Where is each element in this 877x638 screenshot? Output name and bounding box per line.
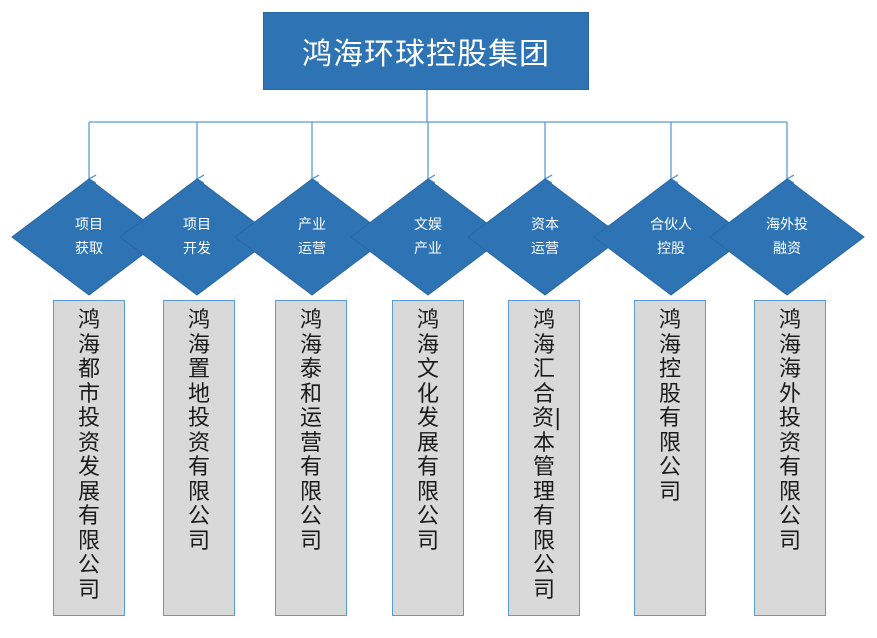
diamond-shape xyxy=(467,178,623,296)
company-name: 鸿海汇合资|本管理有限公司 xyxy=(532,308,562,603)
diamond-shape xyxy=(11,178,167,296)
company-box-2[interactable]: 鸿海置地投资有限公司 xyxy=(163,300,235,616)
company-name: 鸿海控股有限公司 xyxy=(658,308,681,505)
diamond-shape xyxy=(593,178,749,296)
company-box-5[interactable]: 鸿海汇合资|本管理有限公司 xyxy=(508,300,580,616)
company-name: 鸿海都市投资发展有限公司 xyxy=(77,308,100,603)
top-node-group[interactable]: 鸿海环球控股集团 xyxy=(263,12,589,90)
diamond-shape xyxy=(119,178,275,296)
diamond-shape xyxy=(709,178,865,296)
company-box-6[interactable]: 鸿海控股有限公司 xyxy=(634,300,706,616)
company-box-4[interactable]: 鸿海文化发展有限公司 xyxy=(392,300,464,616)
company-box-3[interactable]: 鸿海泰和运营有限公司 xyxy=(275,300,347,616)
diamond-shape xyxy=(350,178,506,296)
division-node-7[interactable]: 海外投融资 xyxy=(709,178,865,296)
company-name: 鸿海海外投资有限公司 xyxy=(778,308,801,554)
company-name: 鸿海置地投资有限公司 xyxy=(187,308,210,554)
diamond-shape xyxy=(234,178,390,296)
company-name: 鸿海文化发展有限公司 xyxy=(416,308,439,554)
top-node-title: 鸿海环球控股集团 xyxy=(302,37,550,72)
company-box-1[interactable]: 鸿海都市投资发展有限公司 xyxy=(53,300,125,616)
company-name: 鸿海泰和运营有限公司 xyxy=(299,308,322,554)
company-box-7[interactable]: 鸿海海外投资有限公司 xyxy=(754,300,826,616)
